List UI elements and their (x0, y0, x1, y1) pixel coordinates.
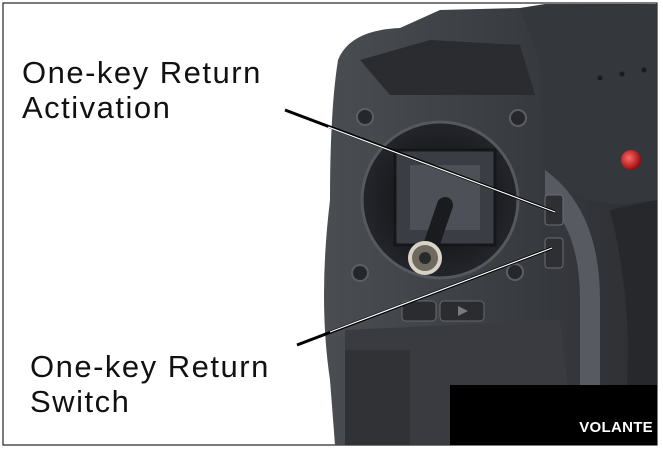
brand-banner: VOLANTE (450, 385, 657, 445)
brand-name: VOLANTE (579, 419, 653, 436)
switch-label: One-key Return Switch (30, 349, 270, 419)
switch-callout-line-highlight (329, 247, 553, 333)
activation-callout-line-highlight (327, 126, 556, 213)
activation-label-line2: Activation (22, 90, 172, 125)
activation-label-line1: One-key Return (22, 55, 262, 90)
switch-label-line1: One-key Return (30, 349, 270, 384)
indicator-light-icon (621, 150, 641, 170)
switch-label-line2: Switch (30, 384, 131, 419)
activation-label: One-key Return Activation (22, 55, 262, 125)
joystick-icon (408, 197, 453, 275)
